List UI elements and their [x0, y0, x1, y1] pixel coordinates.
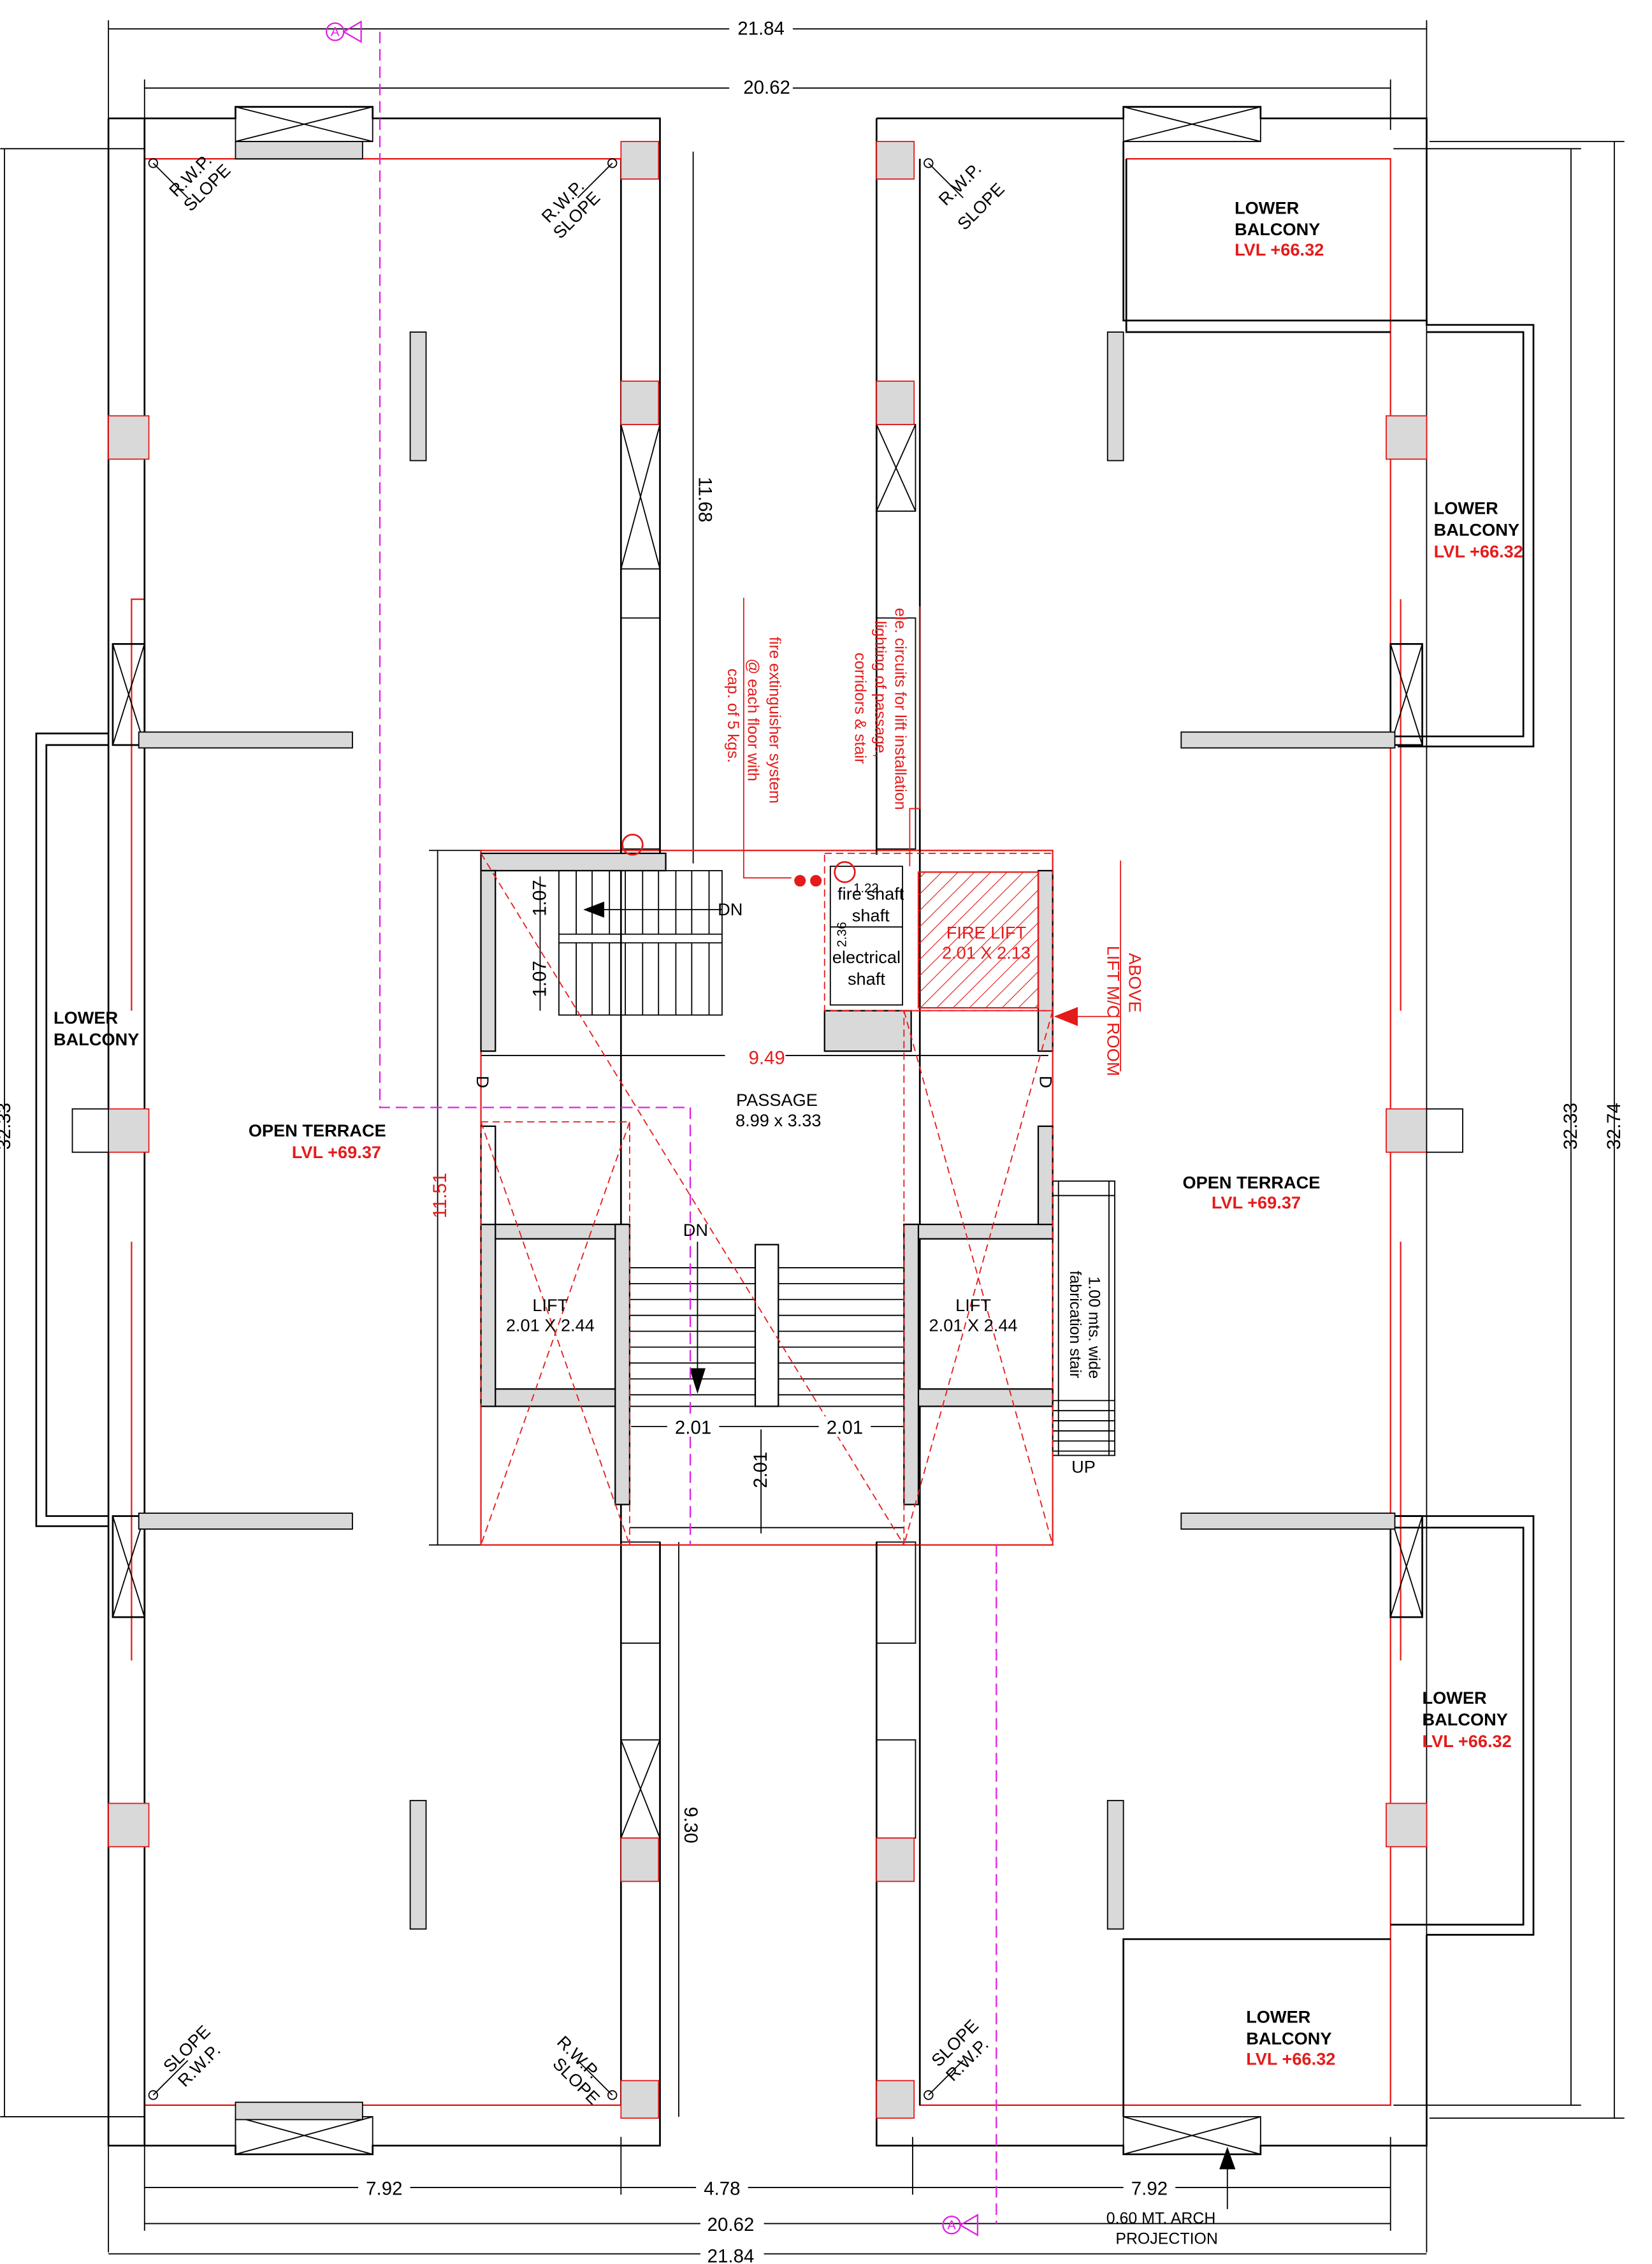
balcony-br-level: LVL +66.32	[1246, 2049, 1335, 2068]
terrace-right-name: OPEN TERRACE	[1183, 1172, 1321, 1192]
balcony-tr-name-2: BALCONY	[1235, 219, 1320, 239]
dim-stair-run-a: 1.07	[530, 880, 551, 916]
section-marker-bottom	[942, 2214, 978, 2237]
fire-lift-name: FIRE LIFT	[946, 922, 1026, 942]
fire-shaft-line-1: fire shaft	[837, 883, 904, 903]
passage-name: PASSAGE	[736, 1090, 818, 1110]
section-marker-top	[326, 20, 362, 43]
passage-size: 8.99 x 3.33	[735, 1110, 821, 1130]
lift-right-name: LIFT	[955, 1295, 991, 1315]
door-right: D	[1036, 1076, 1055, 1089]
dim-overall-bottom: 21.84	[707, 2246, 755, 2264]
columns	[108, 141, 1428, 2119]
dim-overall-top: 21.84	[737, 18, 785, 39]
balcony-tr-name-1: LOWER	[1235, 198, 1300, 217]
dim-shaft-small-w: 1.22	[853, 882, 879, 896]
elec-2: lighting of passage,	[871, 621, 889, 758]
dn-lower: DN	[683, 1220, 708, 1240]
section-marker-bottom-label: A	[947, 2219, 956, 2233]
annotation-leaders	[743, 597, 1122, 1071]
lift-right-size: 2.01 X 2.44	[929, 1316, 1018, 1335]
lift-left-name: LIFT	[532, 1295, 568, 1315]
door-left: D	[473, 1076, 493, 1089]
arch-projection-1: 0.60 MT. ARCH	[1106, 2210, 1216, 2228]
dim-inner-bottom: 20.62	[707, 2214, 755, 2235]
electrical-shaft-line-1: electrical	[832, 947, 901, 967]
arch-projection-2: PROJECTION	[1115, 2230, 1218, 2247]
lift-room-2: LIFT M/C ROOM	[1104, 946, 1124, 1077]
dim-bottom-middle: 4.78	[704, 2178, 740, 2199]
beams	[71, 141, 1463, 2121]
dim-stair-flight-left: 2.01	[675, 1417, 711, 1438]
section-line	[379, 31, 997, 2224]
fab-stair-1: 1.00 mts. wide	[1085, 1277, 1103, 1379]
window-openings	[112, 106, 1423, 2155]
upper-stair	[558, 870, 723, 1016]
lower-stair	[629, 1242, 904, 1528]
dim-right-height-inner: 32.33	[1560, 1103, 1581, 1150]
dim-stair-run-b: 1.07	[530, 961, 551, 997]
balcony-left-name-1: LOWER	[54, 1008, 119, 1027]
balcony-left-name-2: BALCONY	[54, 1029, 139, 1049]
balcony-br-name-1: LOWER	[1246, 2007, 1311, 2027]
up-label: UP	[1071, 1457, 1096, 1477]
dim-upper-wing: 11.68	[695, 477, 716, 522]
fire-shaft-line-2: shaft	[852, 905, 890, 925]
dim-bottom-left: 7.92	[366, 2178, 402, 2199]
fire-lift-size: 2.01 X 2.13	[942, 943, 1031, 962]
balcony-mr-level: LVL +66.32	[1434, 541, 1523, 561]
dim-lower-wing: 9.30	[680, 1807, 701, 1843]
lift-shafts	[480, 852, 1054, 1546]
dim-passage-width: 9.49	[748, 1048, 785, 1069]
dim-shaft-small-h: 2.36	[836, 922, 850, 947]
elec-3: corridors & stair	[851, 653, 869, 764]
balcony-lr-level: LVL +66.32	[1423, 1731, 1512, 1751]
arch-arrow	[1219, 2147, 1236, 2209]
fire-ext-3: cap. of 5 kgs.	[724, 669, 742, 763]
fab-stair-2: fabrication stair	[1066, 1270, 1084, 1378]
fire-ext-1: fire extinguisher system	[766, 637, 784, 804]
terrace-left-level: LVL +69.37	[292, 1142, 381, 1162]
balcony-br-name-2: BALCONY	[1246, 2029, 1331, 2049]
balcony-tr-level: LVL +66.32	[1235, 240, 1324, 259]
lift-room-1: ABOVE	[1126, 953, 1145, 1013]
dim-left-height: 32.33	[0, 1103, 15, 1150]
dim-stair-flight-right: 2.01	[827, 1417, 863, 1438]
dim-stair-landing: 2.01	[750, 1451, 771, 1488]
core-walls	[480, 852, 1054, 1506]
terrace-right-level: LVL +69.37	[1212, 1193, 1301, 1212]
dn-upper: DN	[718, 899, 743, 919]
dim-right-height-outer: 32.74	[1604, 1103, 1625, 1150]
terrace-left-name: OPEN TERRACE	[249, 1121, 386, 1140]
fire-symbols	[621, 833, 856, 887]
elec-1: ele. circuits for lift installation	[892, 608, 909, 810]
balcony-mr-name-2: BALCONY	[1434, 519, 1519, 539]
electrical-shaft-line-2: shaft	[848, 969, 885, 989]
dim-core-height: 11.51	[430, 1173, 451, 1218]
balcony-mr-name-1: LOWER	[1434, 498, 1499, 518]
fire-ext-2: @ each floor with	[744, 658, 762, 781]
balcony-lr-name-1: LOWER	[1423, 1688, 1488, 1708]
lift-left-size: 2.01 X 2.44	[506, 1316, 595, 1335]
balcony-lr-name-2: BALCONY	[1423, 1709, 1508, 1729]
rwp-arrows	[148, 158, 964, 2100]
dim-inner-top: 20.62	[743, 77, 790, 98]
section-marker-top-label: A	[331, 25, 340, 40]
dim-bottom-right: 7.92	[1131, 2178, 1168, 2199]
fire-lift-hatch	[829, 866, 1040, 1009]
